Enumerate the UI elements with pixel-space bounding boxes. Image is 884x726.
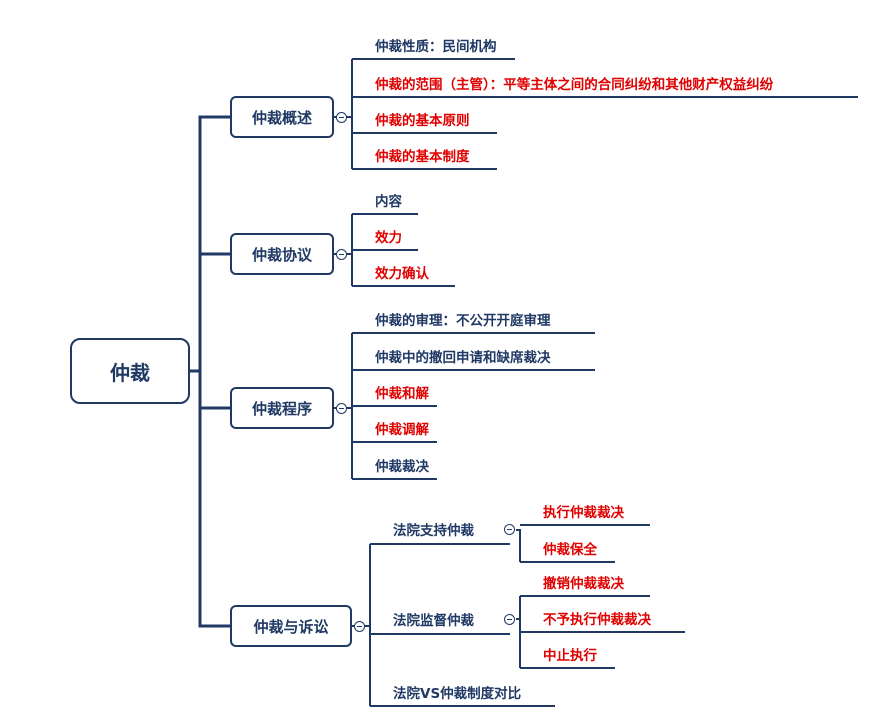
leaf-node[interactable]: 仲裁性质：民间机构 <box>375 39 497 55</box>
branch-node-label: 仲裁程序 <box>251 399 312 418</box>
leaf-node[interactable]: 仲裁保全 <box>543 542 597 558</box>
connector-root-branch-1 <box>190 115 230 373</box>
leaf-node[interactable]: 不予执行仲裁裁决 <box>543 612 651 628</box>
branch-node-litigation[interactable]: 仲裁与诉讼 <box>230 605 352 647</box>
branch-node-label: 仲裁概述 <box>251 108 312 127</box>
sub-node[interactable]: 法院支持仲裁 <box>393 523 474 539</box>
sub-node[interactable]: 法院VS仲裁制度对比 <box>393 686 522 702</box>
root-node[interactable]: 仲裁 <box>70 338 190 404</box>
collapse-toggle-icon[interactable] <box>336 249 347 260</box>
connector-root-branch-4 <box>198 408 230 628</box>
branch-node-procedure[interactable]: 仲裁程序 <box>230 387 334 429</box>
leaf-node[interactable]: 效力确认 <box>375 266 429 282</box>
collapse-toggle-icon[interactable] <box>336 403 347 414</box>
sub-node[interactable]: 法院监督仲裁 <box>393 613 474 629</box>
leaf-node[interactable]: 仲裁的基本原则 <box>375 113 470 129</box>
leaf-node[interactable]: 仲裁中的撤回申请和缺席裁决 <box>375 350 551 366</box>
leaf-node[interactable]: 仲裁和解 <box>375 386 429 402</box>
branch-node-label: 仲裁与诉讼 <box>253 617 329 636</box>
collapse-toggle-icon[interactable] <box>504 614 515 625</box>
leaf-node[interactable]: 中止执行 <box>543 648 597 664</box>
leaf-node[interactable]: 效力 <box>375 230 402 246</box>
leaf-node[interactable]: 执行仲裁裁决 <box>543 505 624 521</box>
collapse-toggle-icon[interactable] <box>504 524 515 535</box>
leaf-node[interactable]: 仲裁的基本制度 <box>375 149 470 165</box>
branch-node-overview[interactable]: 仲裁概述 <box>230 96 334 138</box>
leaf-node[interactable]: 仲裁裁决 <box>375 459 429 475</box>
leaf-node[interactable]: 仲裁的范围（主管）：平等主体之间的合同纠纷和其他财产权益纠纷 <box>375 77 774 93</box>
connector-root-branch-3 <box>198 371 230 410</box>
collapse-toggle-icon[interactable] <box>354 621 365 632</box>
branch-node-agreement[interactable]: 仲裁协议 <box>230 233 334 275</box>
branch-node-label: 仲裁协议 <box>251 245 312 264</box>
leaf-node[interactable]: 撤销仲裁裁决 <box>543 576 624 592</box>
collapse-toggle-icon[interactable] <box>336 112 347 123</box>
root-node-label: 仲裁 <box>110 360 150 385</box>
leaf-node[interactable]: 仲裁调解 <box>375 422 429 438</box>
leaf-node[interactable]: 仲裁的审理：不公开开庭审理 <box>375 313 551 329</box>
leaf-node[interactable]: 内容 <box>375 194 402 210</box>
